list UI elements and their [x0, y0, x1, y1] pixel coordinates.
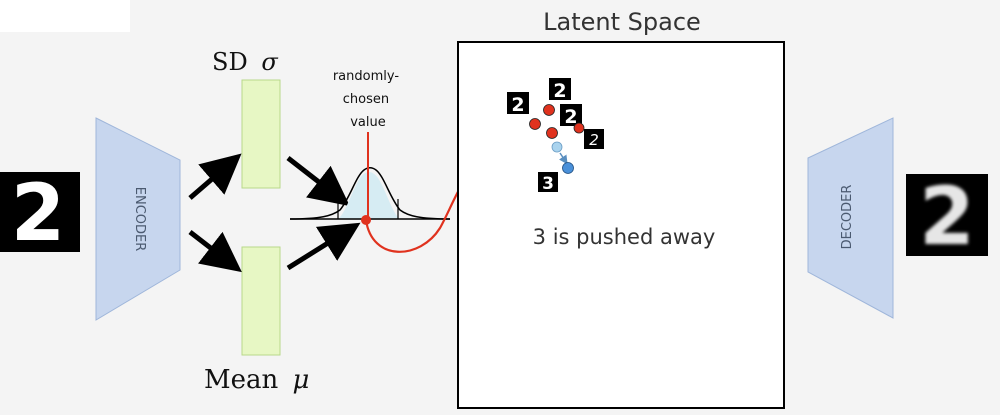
latent-two-1: 2 — [507, 92, 529, 116]
latent-two-4: 2 — [584, 129, 604, 149]
sd-label: SD σ — [212, 48, 278, 76]
decoder-label: DECODER — [840, 185, 855, 250]
input-digit-image: 2 — [0, 169, 80, 259]
latent-point-blue — [562, 162, 574, 174]
arrow-sd-to-distribution — [286, 156, 350, 207]
svg-text:3: 3 — [542, 174, 554, 194]
svg-text:2: 2 — [511, 94, 524, 116]
latent-point-red-3 — [546, 127, 558, 139]
latent-three: 3 — [538, 172, 558, 194]
latent-space-title: Latent Space — [543, 8, 701, 36]
latent-two-3: 2 — [560, 104, 582, 128]
arrow-mean-to-distribution — [286, 222, 361, 271]
svg-text:2: 2 — [589, 131, 599, 149]
svg-text:2: 2 — [564, 106, 577, 128]
output-digit-image: 2 — [906, 170, 988, 263]
latent-point-red-2 — [529, 118, 541, 130]
latent-point-lightblue — [551, 141, 563, 153]
mean-layer — [241, 246, 281, 356]
mean-label: Mean μ — [204, 365, 309, 395]
decoder-block: DECODER — [807, 117, 894, 319]
sd-layer — [241, 79, 281, 189]
encoder-block: ENCODER — [95, 117, 181, 321]
arrow-encoder-to-mean — [188, 230, 242, 273]
output-digit: 2 — [919, 170, 975, 263]
latent-point-red-4 — [573, 122, 585, 134]
sampling-label: randomly- chosen value — [333, 69, 403, 130]
latent-point-red-1 — [543, 104, 555, 116]
svg-text:2: 2 — [553, 80, 566, 102]
latent-push-arrow — [558, 152, 568, 165]
arrow-encoder-to-sd — [188, 153, 242, 200]
encoder-label: ENCODER — [132, 187, 147, 252]
top-left-white-strip — [0, 0, 130, 32]
input-digit: 2 — [11, 169, 65, 259]
latent-two-2: 2 — [549, 78, 571, 102]
latent-space-annotation: 3 is pushed away — [533, 225, 716, 249]
